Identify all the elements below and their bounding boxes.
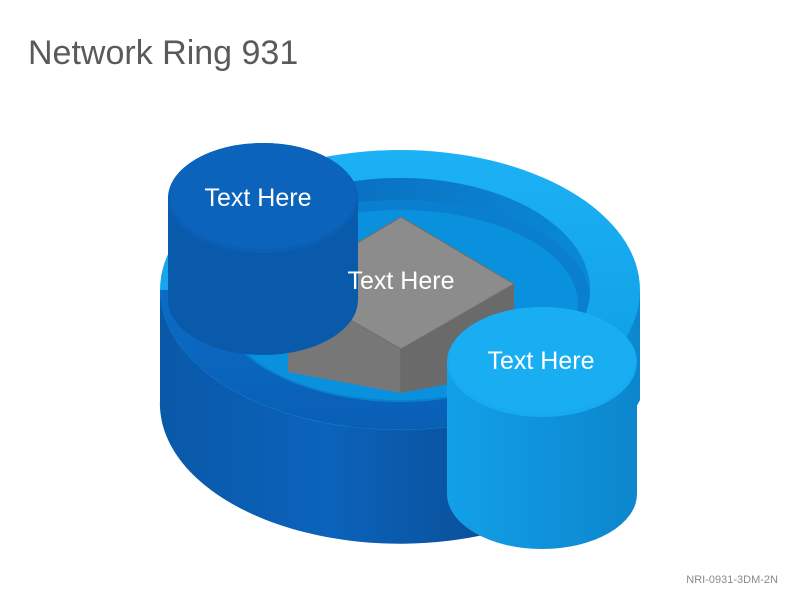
node-right-cylinder (447, 307, 637, 549)
node-top-left-label: Text Here (205, 184, 312, 212)
node-center-label: Text Here (348, 267, 455, 295)
node-right-label: Text Here (488, 347, 595, 375)
footer-code: NRI-0931-3DM-2N (686, 574, 778, 586)
slide-title: Network Ring 931 (28, 34, 299, 72)
node-top-left-cylinder (168, 143, 358, 355)
